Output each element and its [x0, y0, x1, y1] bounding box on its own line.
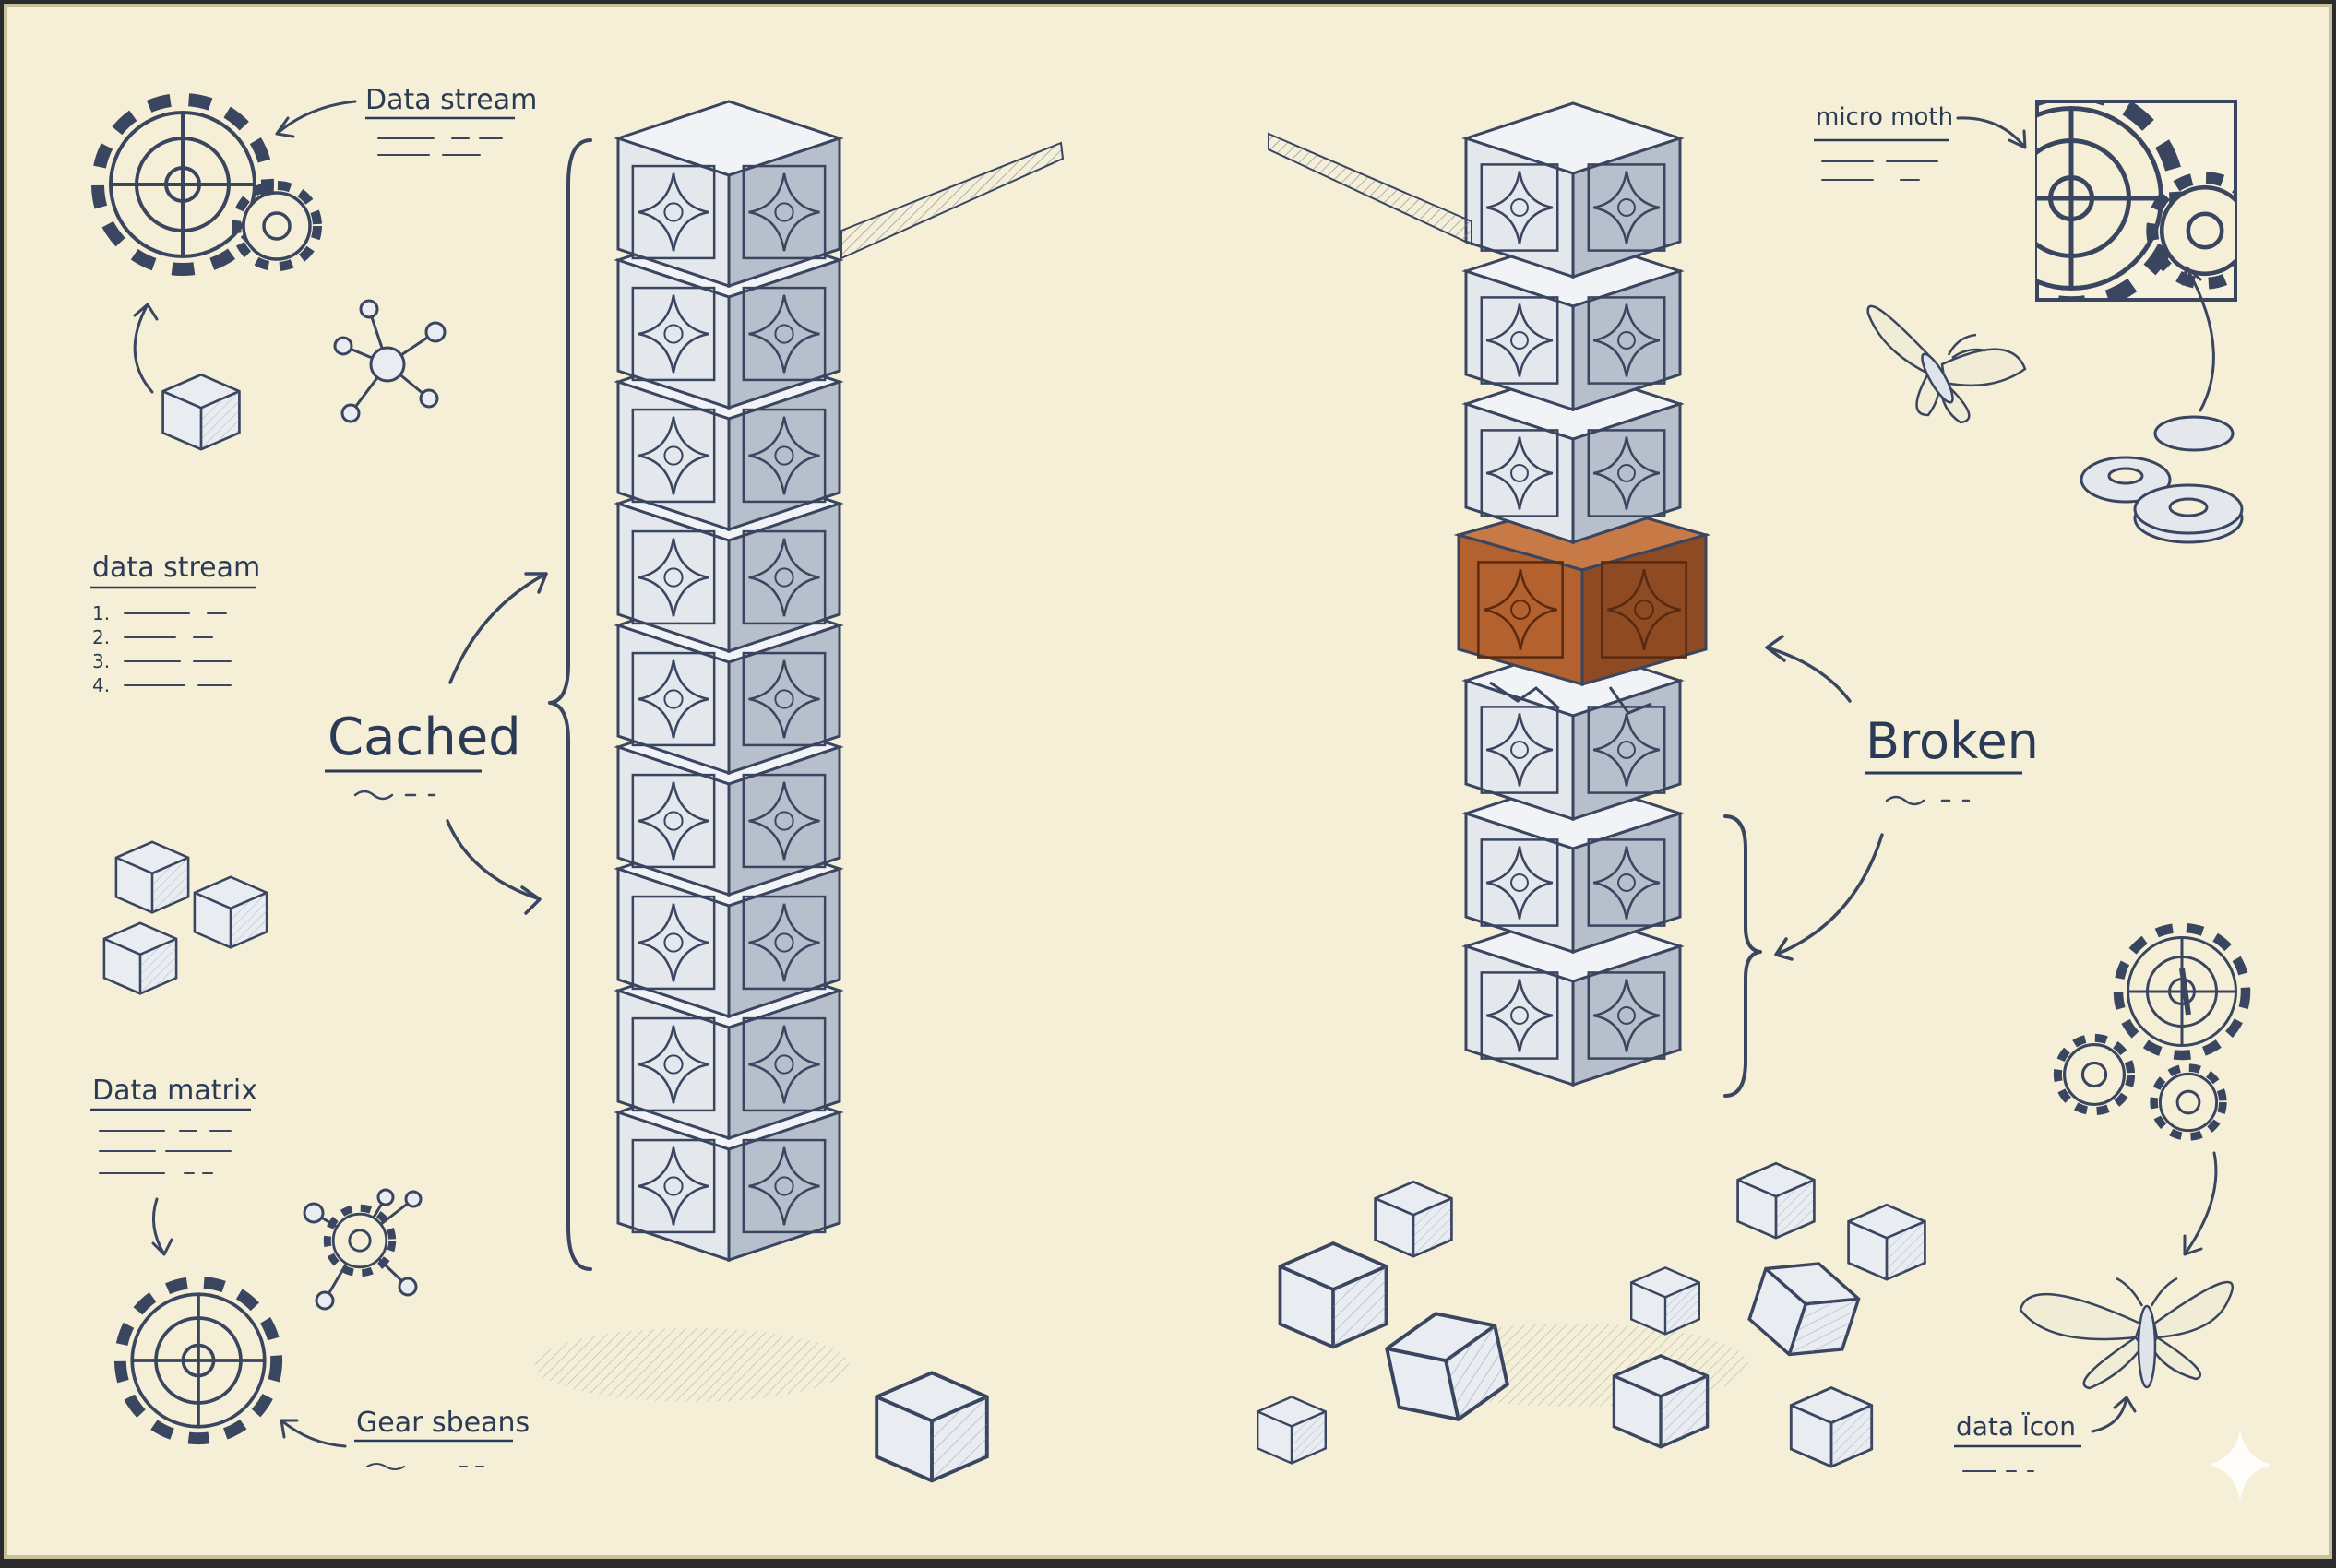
data-icon-arrow [2091, 1396, 2137, 1433]
data-stream-top-scribble [377, 137, 503, 156]
list-number: 2. [92, 626, 110, 648]
cube-to-gear-arrow [133, 303, 159, 394]
broken-column [1398, 101, 1748, 1407]
list-number: 4. [92, 674, 110, 696]
broken-stream-beam [1268, 132, 1472, 246]
column-block [1461, 101, 1685, 279]
data-stream-list: 1. 2. 3. 4. [92, 602, 232, 696]
broken-bracket [1723, 814, 1762, 1098]
cached-bracket [548, 138, 592, 1271]
cached-column [535, 100, 849, 1402]
sparkle-icon [2209, 1428, 2271, 1502]
data-stream-list-title: data stream [92, 552, 260, 584]
loose-cube [875, 1371, 989, 1483]
molecule-gear-icon [303, 1188, 423, 1311]
data-stream-top-arrow [275, 100, 357, 138]
molecule-icon [333, 299, 447, 423]
moth-lower-icon [2019, 1277, 2234, 1390]
gear-sbeans-label: Gear sbeans [356, 1407, 530, 1439]
gear-sbeans-arrow [280, 1419, 347, 1448]
cached-scribble [353, 790, 436, 801]
data-icon-label: data l̈con [1956, 1411, 2076, 1442]
data-stream-top-label: Data stream [365, 84, 537, 116]
broken-arrow-up [1765, 635, 1852, 703]
matrix-to-gear-arrow [151, 1197, 173, 1256]
broken-label: Broken [1865, 712, 2039, 770]
moth-upper-icon [1866, 304, 2027, 424]
coins-to-panel-arrow [2181, 266, 2215, 412]
broken-scribble [1885, 795, 1971, 806]
paper-background [4, 4, 2332, 1559]
cached-arrow-down [446, 819, 542, 915]
data-matrix-label: Data matrix [92, 1075, 257, 1107]
small-cube-icon [161, 373, 241, 451]
crack-lines [1489, 681, 1652, 715]
cached-label: Cached [328, 707, 521, 767]
micro-moth-arrow [1956, 116, 2027, 149]
coin-stack-icon [2080, 415, 2244, 544]
broken-arrow-down [1774, 833, 1884, 961]
cached-stream-beam [840, 141, 1065, 260]
gear-cluster-right-icon [2057, 928, 2246, 1136]
micro-moth-label: micro moth [1816, 103, 1953, 131]
data-matrix-scribble [99, 1130, 232, 1174]
column-block [614, 100, 844, 289]
gear-closeup-panel-icon [2035, 100, 2237, 302]
list-number: 3. [92, 650, 110, 672]
gears-to-moth-arrow [2183, 1151, 2218, 1256]
gear-sbeans-scribble [366, 1463, 484, 1470]
list-number: 1. [92, 602, 110, 624]
micro-moth-scribble [1821, 160, 1938, 181]
cached-arrow-up [448, 572, 548, 684]
